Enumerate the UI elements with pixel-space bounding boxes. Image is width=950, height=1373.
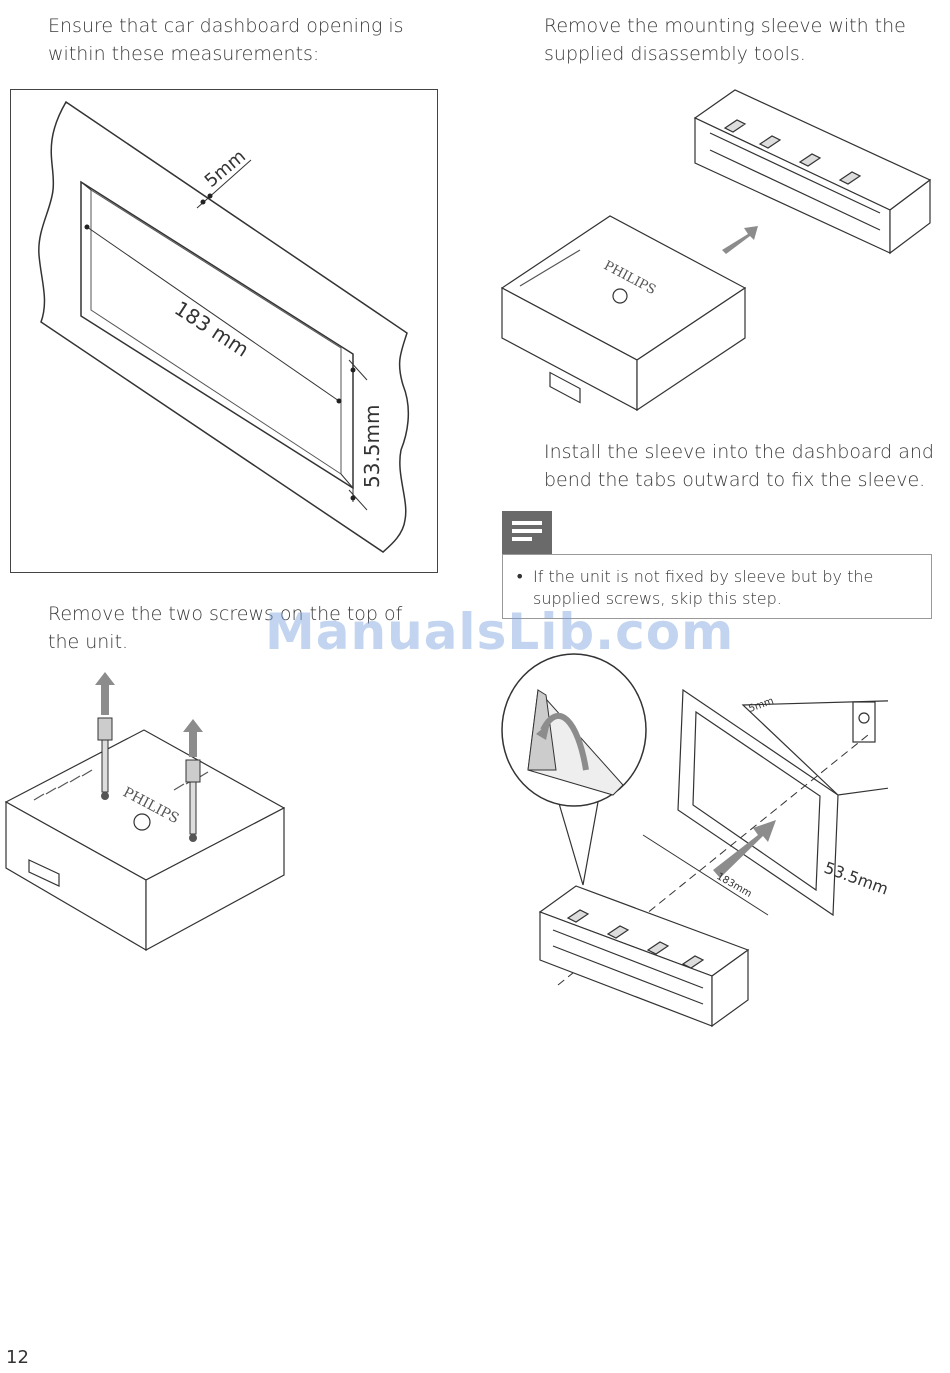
install-sleeve-figure: 5mm 183mm 53.5mm (501, 653, 888, 1028)
frame-dimension-label: 5mm (201, 146, 250, 192)
note-text: If the unit is not fixed by sleeve but b… (533, 567, 874, 608)
install-width-label: 183mm (715, 871, 754, 900)
sleeve-removal-figure: PHILIPS (500, 89, 932, 412)
install-arrow-icon (713, 820, 776, 878)
dashboard-dimension-diagram: 5mm 183 mm 53.5mm (10, 89, 438, 573)
screwdriver-left-icon (95, 672, 115, 800)
note-icon (502, 511, 552, 554)
mounting-sleeve-drawing (693, 89, 932, 255)
removal-arrow-icon (722, 226, 758, 254)
remove-screws-instruction: Remove the two screws on the top of the … (48, 603, 403, 653)
remove-sleeve-instruction: Remove the mounting sleeve with the supp… (544, 15, 906, 65)
radio-unit-drawing (500, 215, 747, 412)
install-sleeve-instruction: Install the sleeve into the dashboard an… (544, 441, 934, 491)
height-dimension-label: 53.5mm (360, 405, 384, 489)
watermark: ManualsLib.com (265, 603, 735, 661)
tab-detail-magnifier (501, 653, 647, 886)
install-sleeve-drawing (538, 885, 750, 1028)
radio-unit-screws-drawing (4, 729, 286, 952)
note-box: • If the unit is not fixed by sleeve but… (502, 554, 932, 619)
page-number: 12 (6, 1347, 29, 1368)
dash-opening-instruction: Ensure that car dashboard opening is wit… (48, 15, 404, 65)
dashboard-frame-drawing (677, 688, 888, 917)
remove-screws-figure: PHILIPS (4, 672, 286, 952)
dashboard-panel-drawing: 5mm 183 mm 53.5mm (38, 100, 410, 553)
screwdriver-right-icon (183, 719, 203, 842)
note-bullet: • (515, 567, 525, 586)
